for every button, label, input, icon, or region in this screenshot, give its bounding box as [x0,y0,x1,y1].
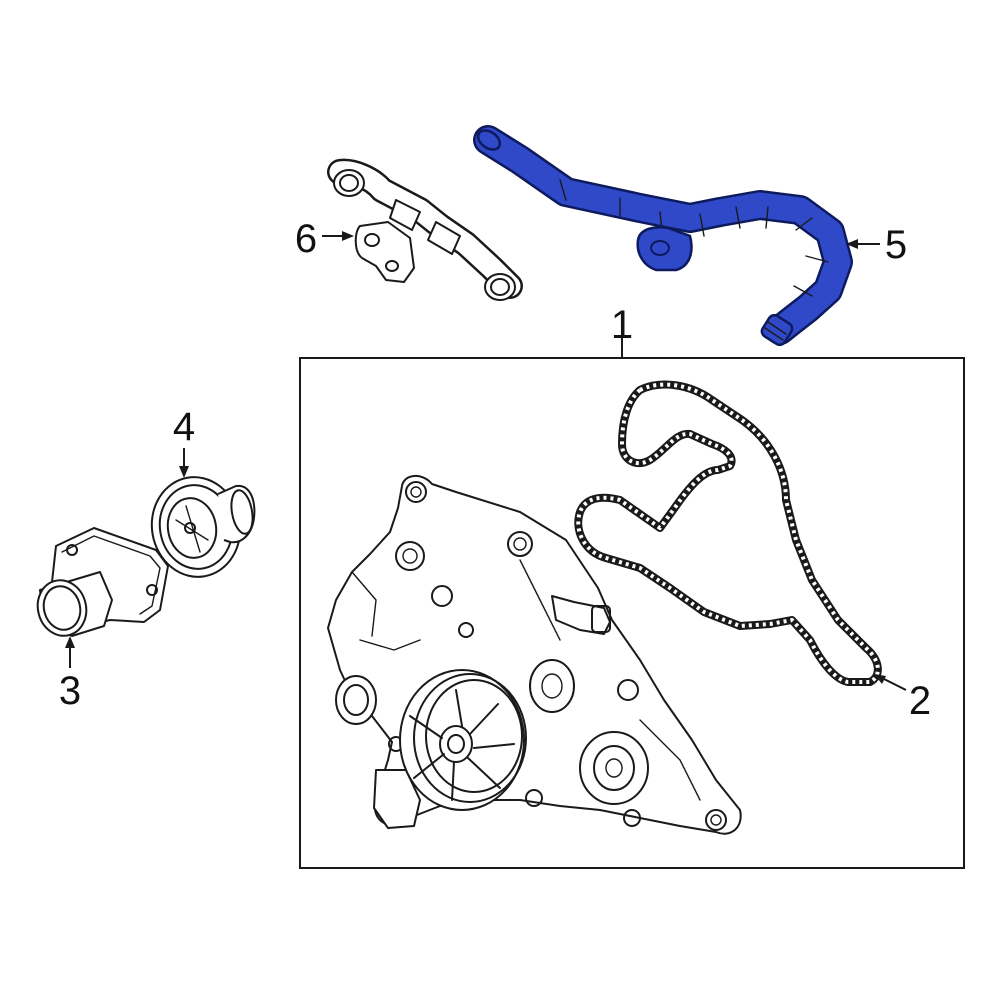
thermostat-housing-part-3[interactable] [32,527,169,641]
leader-lines [65,231,907,691]
callout-1: 1 [611,303,633,347]
callout-4: 4 [173,405,195,449]
part-group-frame [299,357,965,869]
callout-3: 3 [59,669,81,713]
callout-6: 6 [295,217,317,261]
bypass-pipe-part-6[interactable] [327,158,523,301]
callout-2: 2 [909,679,931,723]
callout-5: 5 [885,223,907,267]
thermostat-part-4[interactable] [144,470,256,584]
water-pump-part-1[interactable] [327,475,742,835]
gasket-part-2[interactable] [574,380,882,686]
coolant-hose-part-5[interactable] [473,125,853,348]
